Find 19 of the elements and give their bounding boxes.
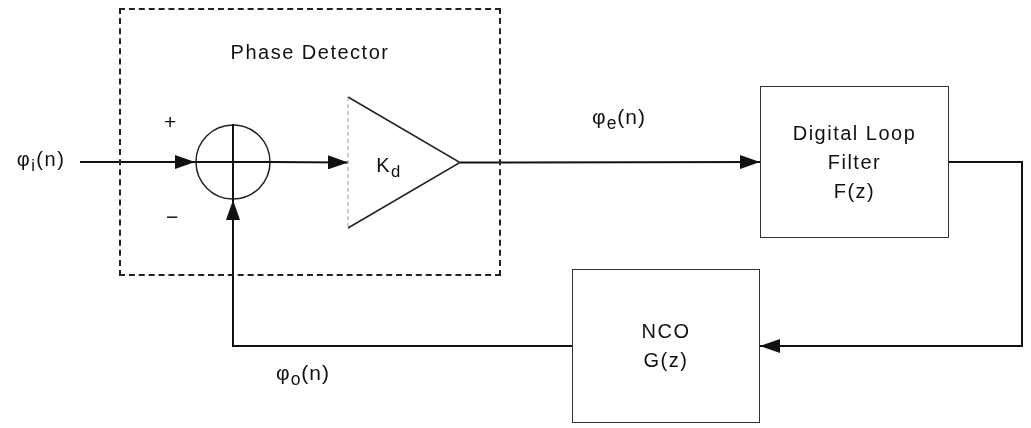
edge-label: φ$_{o}$(n) [276,361,331,391]
arrow [270,155,349,170]
node-text: F(z) [833,178,876,204]
node-text: K$_{d}$ [376,152,402,183]
block-box [760,86,949,238]
sign-label: + [164,110,178,134]
sign-label: − [166,205,180,229]
block-box [572,269,760,423]
edge-label: φ$_{e}$(n) [592,105,647,135]
arrow [759,161,1023,353]
arrow [459,155,761,170]
node-text: NCO [641,319,691,344]
node-text: Digital Loop Filter [791,120,918,175]
node-text: G(z) [643,348,689,373]
node-text: φ$_{i}$(n) [16,147,66,178]
arrow [79,155,196,169]
node-text: Phase Detector [230,40,390,65]
arrow [226,199,573,347]
group-box [119,8,501,276]
